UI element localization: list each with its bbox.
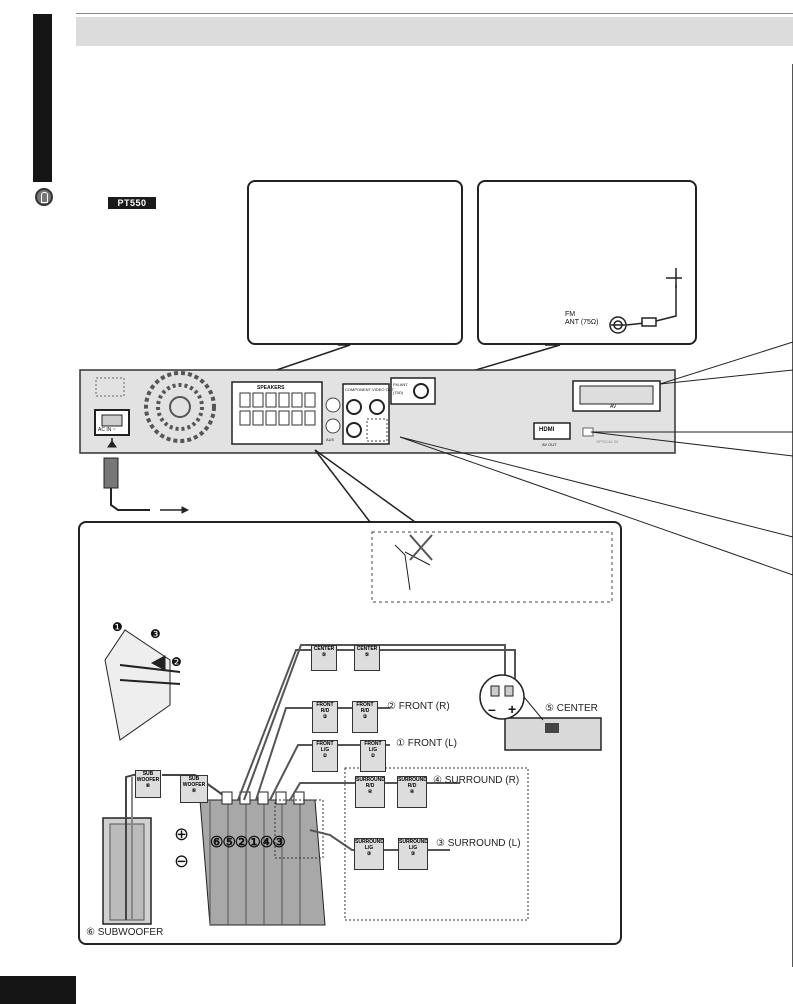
- label-surround-r: ④ SURROUND (R): [433, 775, 520, 786]
- section-title-bar: [76, 17, 793, 46]
- label-center: ⑤ CENTER: [545, 703, 598, 714]
- plus-symbol: ⊕: [174, 824, 190, 844]
- terminal-number-4: ④: [259, 834, 273, 851]
- hdmi-av-out: [533, 422, 571, 440]
- step-3-marker: ❸: [150, 627, 161, 641]
- fan-grille: [144, 371, 216, 443]
- lever-illustration: [104, 629, 181, 741]
- terminal-number-3: ③: [272, 834, 285, 851]
- step-1-marker: ❶: [112, 620, 123, 634]
- center-plus: +: [508, 701, 517, 717]
- connection-icon: [35, 188, 53, 206]
- hdmi-logo: HDMI: [539, 427, 555, 433]
- speaker-terminal-strip: [199, 791, 326, 926]
- model-badge: PT550: [108, 197, 156, 209]
- fm-antenna-drawing: [609, 268, 682, 334]
- incorrect-wiring-inset: [371, 531, 613, 603]
- terminal-number-6: ⑥: [210, 834, 223, 851]
- step-2-marker: ❷: [171, 655, 182, 669]
- label-front-r: ② FRONT (R): [387, 701, 450, 712]
- fm-ant-panel-label: FM ANT (75Ω): [393, 382, 408, 395]
- terminal-number-row: ⑥⑤②①④③: [210, 833, 286, 851]
- terminal-number-5: ⑤: [222, 834, 235, 851]
- aux-label: AUX: [326, 437, 335, 442]
- av-label: AV: [610, 404, 617, 410]
- center-minus: –: [488, 701, 496, 717]
- page-number-tab: [0, 976, 76, 1004]
- component-video-label: COMPONENT VIDEO OUT: [345, 387, 395, 392]
- terminal-number-2: ②: [234, 834, 248, 851]
- ac-in-label: AC IN ~: [98, 427, 116, 433]
- section-side-tab: [33, 14, 52, 182]
- minus-symbol: ⊖: [174, 851, 190, 871]
- label-subwoofer: ⑥ SUBWOOFER: [86, 927, 164, 938]
- fm-ant-callout-label: FM ANT (75Ω): [565, 311, 599, 326]
- center-terminal-closeup: [479, 674, 525, 720]
- ac-power-cord: [103, 438, 190, 514]
- speakers-header-label: SPEAKERS: [257, 385, 285, 391]
- surround-group-box: [344, 767, 529, 921]
- top-rule: [76, 13, 793, 14]
- center-speaker-body: [504, 717, 602, 751]
- label-surround-l: ③ SURROUND (L): [436, 838, 521, 849]
- optical-in-label: OPTICAL IN: [596, 439, 619, 444]
- ac-cord-callout: [247, 180, 463, 345]
- label-front-l: ① FRONT (L): [396, 738, 458, 749]
- terminal-number-1: ①: [247, 834, 260, 851]
- av-out-label: AV OUT: [542, 442, 557, 447]
- fm-antenna-callout: FM ANT (75Ω): [477, 180, 697, 345]
